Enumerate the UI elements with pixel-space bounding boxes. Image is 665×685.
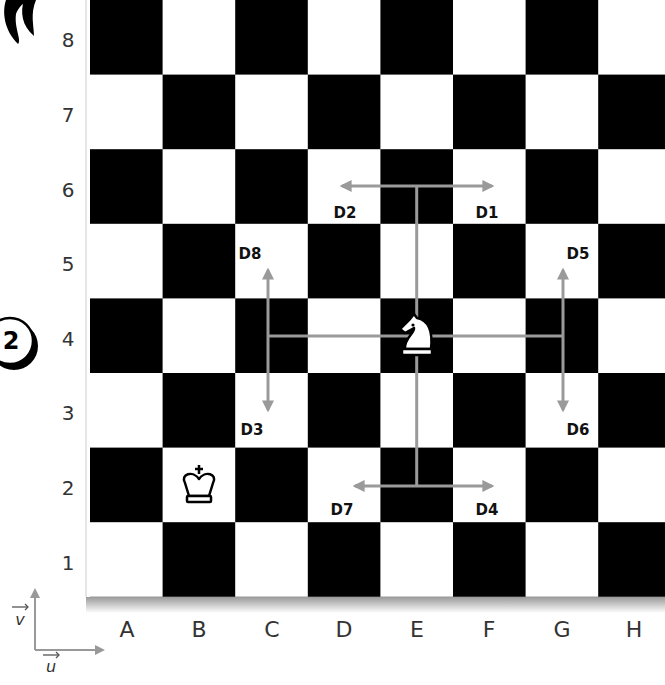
rank-number: 6 [62, 180, 75, 200]
board-edge [86, 0, 87, 597]
direction-label: D5 [567, 247, 590, 262]
rank-number: 5 [62, 254, 75, 274]
callout-number: 2 [3, 329, 20, 353]
direction-label: D8 [239, 247, 262, 262]
file-letter: C [264, 619, 279, 641]
vector-label: u [46, 659, 56, 675]
file-letter: F [483, 619, 496, 641]
rank-number: 7 [62, 105, 75, 125]
file-letter: E [410, 619, 424, 641]
rank-number: 4 [62, 329, 75, 349]
direction-label: D3 [241, 423, 264, 438]
badge-circle [0, 318, 33, 364]
rank-number: 3 [62, 403, 75, 423]
direction-label: D6 [567, 423, 590, 438]
direction-label: D1 [476, 206, 499, 221]
vector-arrow-tip [25, 604, 28, 610]
rank-number: 2 [62, 478, 75, 498]
file-letter: A [119, 619, 134, 641]
move-arrows [268, 186, 563, 486]
vector-arrow-tip [56, 652, 59, 658]
king-piece [184, 465, 214, 502]
axis-vectors [12, 590, 103, 655]
chessboard [90, 0, 665, 597]
brush-decoration [4, 0, 36, 44]
file-letter: H [626, 619, 643, 641]
direction-label: D2 [334, 206, 357, 221]
vector-label: v [15, 612, 24, 628]
knight-piece [400, 314, 432, 355]
file-letter: D [336, 619, 353, 641]
board-shadow [86, 597, 665, 613]
rank-number: 8 [62, 30, 75, 50]
direction-label: D4 [476, 503, 499, 518]
file-letter: G [553, 619, 570, 641]
direction-label: D7 [331, 503, 354, 518]
rank-number: 1 [62, 553, 75, 573]
file-letter: B [191, 619, 206, 641]
